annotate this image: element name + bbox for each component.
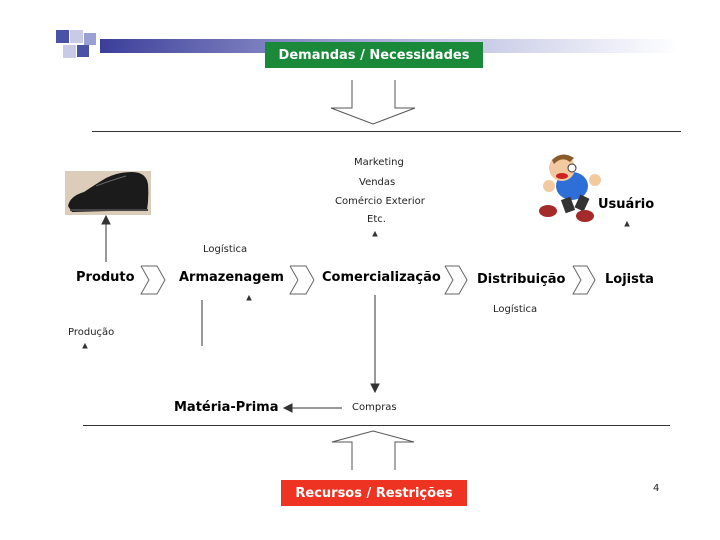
- shoe-image: [65, 171, 151, 215]
- node-distribuicao: Distribuição: [477, 272, 566, 287]
- etc-label: Etc.: [367, 214, 386, 225]
- page-number: 4: [653, 483, 659, 494]
- resource-up-arrow: [332, 431, 414, 470]
- node-materia-prima: Matéria-Prima: [174, 400, 279, 415]
- node-comercializacao: Comercialização: [322, 270, 441, 285]
- demand-down-arrow: [331, 80, 415, 124]
- node-usuario: Usuário: [598, 197, 654, 212]
- top-divider: [92, 131, 681, 132]
- vendas-label: Vendas: [359, 177, 395, 188]
- connector-lines: [83, 216, 629, 412]
- node-lojista: Lojista: [605, 272, 654, 287]
- bottom-divider: [83, 425, 670, 426]
- comercio-exterior-label: Comércio Exterior: [335, 196, 425, 207]
- compras-label: Compras: [352, 402, 397, 413]
- logistica-bottom-label: Logística: [493, 304, 537, 315]
- demand-box: Demandas / Necessidades: [265, 42, 483, 68]
- logistica-top-label: Logística: [203, 244, 247, 255]
- producao-label: Produção: [68, 327, 114, 338]
- resource-box: Recursos / Restrições: [281, 480, 467, 506]
- node-armazenagem: Armazenagem: [179, 270, 284, 285]
- node-produto: Produto: [76, 270, 135, 285]
- marketing-label: Marketing: [354, 157, 404, 168]
- running-man-icon: [539, 154, 601, 222]
